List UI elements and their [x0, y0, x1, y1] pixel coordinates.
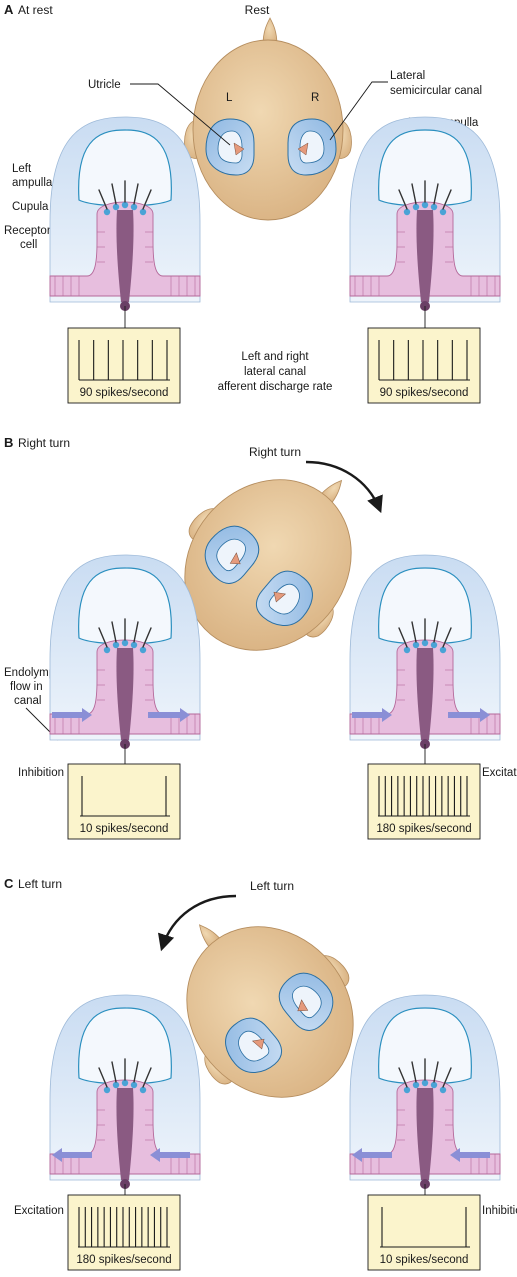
flow-arrows-c	[52, 1148, 490, 1162]
section-a-letter: A	[4, 2, 14, 17]
right-ampulla-right-turn	[349, 554, 501, 750]
recording-right-right-turn: 180 spikes/second	[367, 763, 481, 840]
center-note-2: lateral canal	[244, 366, 306, 378]
center-note-1: Left and right	[241, 351, 309, 363]
right-ampulla-left-turn	[349, 994, 501, 1190]
left-turn-arrow	[158, 894, 237, 952]
rate-left-right-turn: 10 spikes/second	[80, 823, 169, 835]
utricle-label: Utricle	[88, 79, 121, 91]
left-turn-label: Left turn	[250, 879, 294, 893]
head-rest: L R	[184, 17, 352, 221]
endolymph-label-1: Endolymph	[4, 667, 62, 679]
spike-train-right-rest	[378, 340, 468, 380]
receptor-label-2: cell	[20, 239, 37, 251]
flow-arrows-b	[52, 708, 490, 722]
lateral-canal-label-1: Lateral	[390, 70, 425, 82]
spike-train-right-right-turn	[378, 776, 468, 816]
head-right-turn	[184, 479, 352, 651]
state-left-left-turn: Excitation	[14, 1205, 64, 1217]
section-c-title: Left turn	[18, 877, 62, 891]
section-b-title: Right turn	[18, 436, 70, 450]
endolymph-label-2: flow in	[10, 681, 43, 693]
spike-train-left-left-turn	[78, 1207, 168, 1247]
endolymph-label-3: canal	[14, 695, 42, 707]
state-right-right-turn: Excitation	[482, 767, 517, 779]
right-turn-label: Right turn	[249, 445, 301, 459]
state-left-right-turn: Inhibition	[18, 767, 64, 779]
left-ampulla-right-turn	[49, 554, 201, 750]
left-ampulla-label-1: Left	[12, 163, 32, 175]
section-b-letter: B	[4, 435, 13, 450]
rest-label: Rest	[245, 3, 270, 17]
recording-right-rest: 90 spikes/second	[367, 327, 481, 404]
recording-right-left-turn: 10 spikes/second	[367, 1194, 481, 1271]
recording-left-right-turn: 10 spikes/second	[67, 763, 181, 840]
rate-right-rest: 90 spikes/second	[380, 387, 469, 399]
lateral-canal-label-2: semicircular canal	[390, 85, 482, 97]
section-c-letter: C	[4, 876, 14, 891]
ear-left-letter: L	[226, 92, 233, 104]
rate-left-rest: 90 spikes/second	[80, 387, 169, 399]
section-a: A At rest Rest L R Utricle Lateral semic…	[4, 2, 501, 404]
rate-right-left-turn: 10 spikes/second	[380, 1254, 469, 1266]
right-ampulla-rest	[349, 116, 501, 312]
section-c: C Left turn Left turn Excitation Inhibit…	[4, 876, 517, 1271]
recording-left-rest: 90 spikes/second	[67, 327, 181, 404]
spike-train-left-rest	[78, 340, 168, 380]
ear-right-letter: R	[311, 92, 319, 104]
left-ampulla-rest	[49, 116, 201, 312]
spike-train-left-right-turn	[81, 776, 167, 816]
receptor-label-1: Receptor	[4, 225, 51, 237]
right-turn-arrow	[305, 460, 383, 514]
head-left-turn	[186, 924, 354, 1098]
spike-train-right-left-turn	[381, 1207, 467, 1247]
rate-right-right-turn: 180 spikes/second	[376, 823, 471, 835]
left-ampulla-label-2: ampulla	[12, 177, 53, 189]
right-ear-labyrinth	[287, 118, 337, 176]
rate-left-left-turn: 180 spikes/second	[76, 1254, 171, 1266]
section-a-title: At rest	[18, 3, 53, 17]
section-b: B Right turn Right turn Endolymph flow i…	[4, 435, 517, 840]
center-note-3: afferent discharge rate	[218, 381, 333, 393]
left-ear-labyrinth	[205, 118, 255, 176]
cupula-label: Cupula	[12, 201, 49, 213]
state-right-left-turn: Inhibition	[482, 1205, 517, 1217]
recording-left-left-turn: 180 spikes/second	[67, 1194, 181, 1271]
left-ampulla-left-turn	[49, 994, 201, 1190]
